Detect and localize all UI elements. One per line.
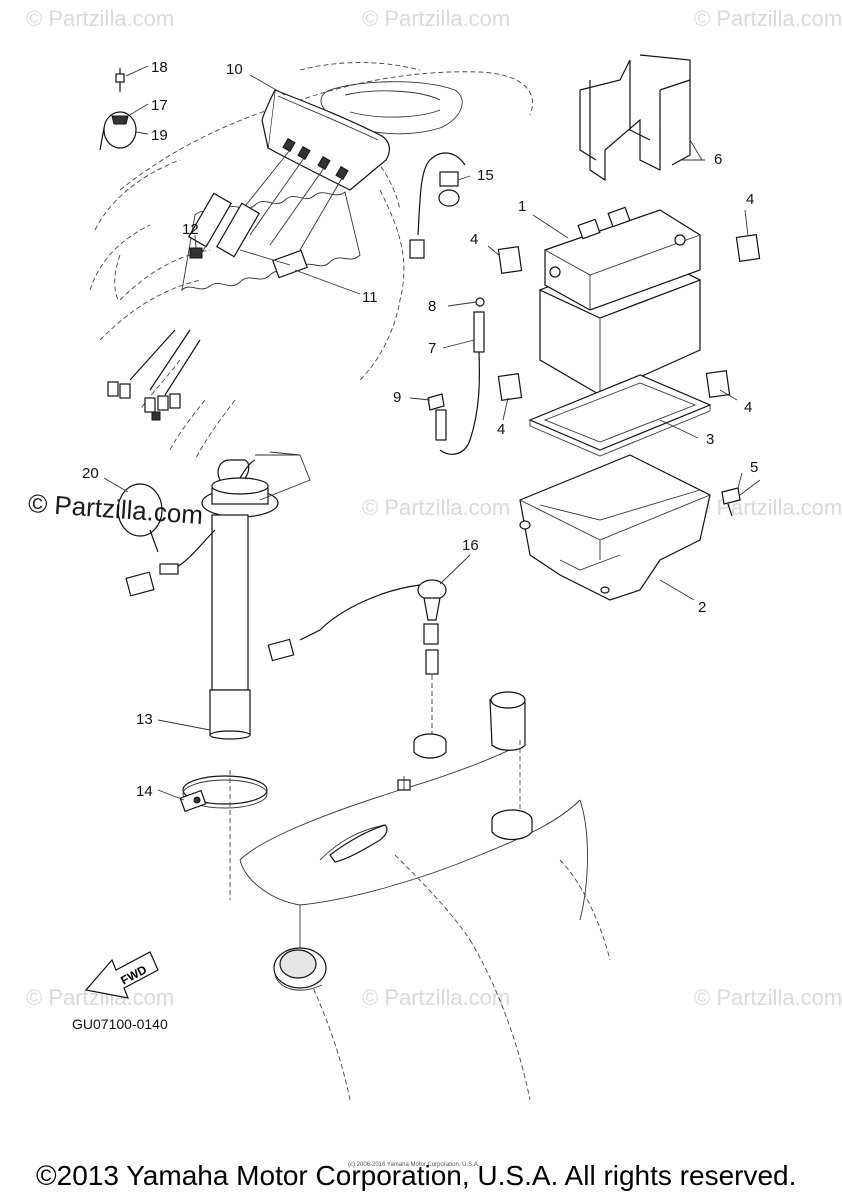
label-4c (497, 373, 523, 401)
watermark: © Partzilla.com (694, 985, 842, 1010)
ring-20 (117, 483, 163, 553)
grommet-2-base (491, 820, 533, 841)
wire-harness (188, 192, 308, 279)
callout-2: 2 (698, 599, 707, 616)
callout-13: 13 (136, 711, 153, 728)
callout-4-bottom-left: 4 (497, 421, 506, 438)
battery (538, 206, 702, 396)
sensor-15 (409, 152, 466, 259)
battery-pad (528, 374, 712, 457)
callout-12: 12 (182, 221, 199, 238)
watermark: © Partzilla.com (362, 6, 511, 31)
callout-1: 1 (518, 198, 527, 215)
battery-box (519, 454, 711, 601)
fuel-sender (201, 451, 311, 740)
diagram-code: GU07100-0140 (72, 1016, 168, 1032)
callout-9: 9 (393, 389, 402, 406)
fine-print: (c) 2006-2016 Yamaha Motor Corporation, … (348, 1162, 480, 1168)
label-4a (497, 246, 523, 274)
callout-18: 18 (151, 59, 168, 76)
watermark: © Partzilla.com (362, 985, 511, 1010)
connector-12 (189, 247, 203, 259)
fuel-tank (229, 691, 611, 1101)
watermark: © Partzilla.com (26, 6, 175, 31)
label-4b (735, 234, 761, 262)
callout-11: 11 (362, 289, 378, 306)
callout-7: 7 (428, 340, 437, 357)
callout-16: 16 (462, 537, 479, 554)
callout-20: 20 (82, 465, 99, 482)
watermark: © Partzilla.com (694, 495, 842, 520)
sensor-16 (267, 579, 447, 740)
leader-lines (103, 65, 749, 801)
watermark: © Partzilla.com (694, 6, 842, 31)
callout-3: 3 (706, 431, 715, 448)
watermark: © Partzilla.com (362, 495, 511, 520)
meter-unit (229, 89, 390, 251)
callout-19: 19 (151, 127, 168, 144)
callout-17: 17 (151, 97, 168, 114)
callout-4-bottom-right: 4 (744, 399, 753, 416)
callout-4-top-left: 4 (470, 231, 479, 248)
sender-lead (125, 529, 216, 597)
grommet-1-base (413, 742, 447, 759)
bolt-5 (721, 479, 761, 517)
sender-clip (99, 68, 137, 151)
breather-hose (427, 297, 485, 455)
copyright-notice: ©2013 Yamaha Motor Corporation, U.S.A. A… (36, 1160, 797, 1191)
callout-8: 8 (428, 298, 437, 315)
cutaway-outline (181, 191, 361, 292)
callout-10: 10 (226, 61, 243, 78)
callout-15: 15 (477, 167, 494, 184)
callout-4-top-right: 4 (746, 191, 755, 208)
callout-14: 14 (136, 783, 153, 800)
label-4d (705, 370, 731, 398)
filler-neck (273, 947, 327, 991)
callout-5: 5 (750, 459, 759, 476)
harness-leads (107, 329, 201, 421)
hose-clamp (179, 775, 268, 813)
battery-straps (579, 54, 691, 182)
fwd-arrow (84, 951, 159, 999)
tank-fitting (397, 776, 411, 791)
callout-6: 6 (714, 151, 723, 168)
